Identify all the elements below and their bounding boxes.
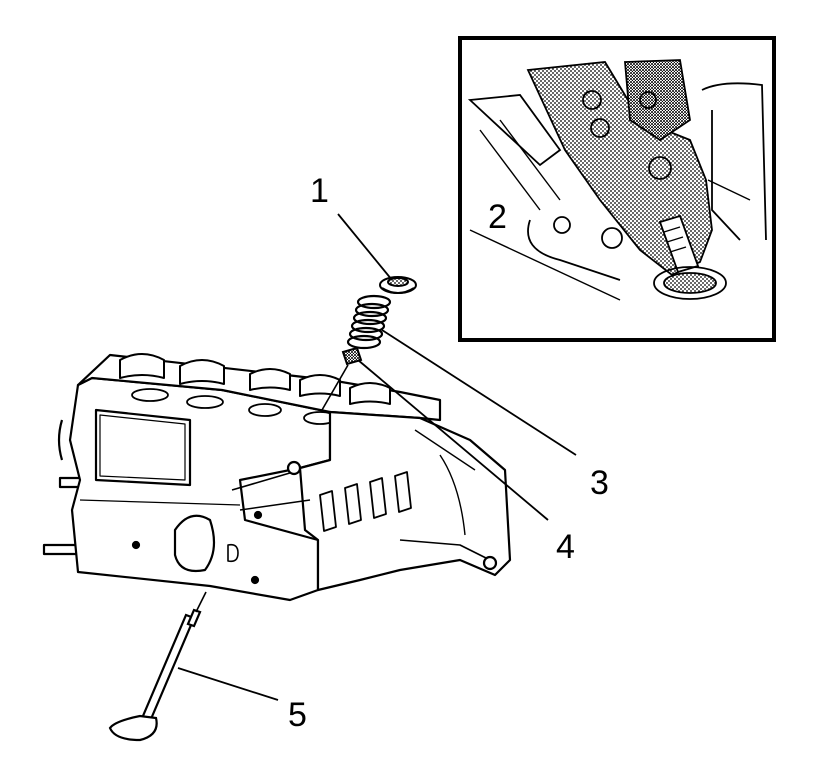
- callout-1: 1: [310, 172, 329, 210]
- bearing-caps: [119, 353, 391, 405]
- callout-4: 4: [556, 528, 575, 566]
- valve-spring: [346, 294, 392, 350]
- inset-tool-handle: [624, 59, 691, 142]
- valve-bores: [131, 388, 387, 430]
- front-slot: [173, 514, 216, 573]
- inset-detail: [458, 36, 776, 342]
- valve-stem-seal: [341, 346, 363, 366]
- valve: [108, 608, 202, 742]
- callout-2: 2: [488, 198, 507, 236]
- leader-4: [357, 359, 549, 521]
- callout-3: 3: [590, 464, 609, 502]
- callout-5: 5: [288, 696, 307, 734]
- leader-1: [337, 213, 393, 281]
- cylinder-head: [42, 353, 512, 602]
- exhaust-ports: [319, 471, 412, 532]
- front-panel: [94, 408, 192, 487]
- valve-retainer: [379, 276, 417, 294]
- leader-3: [381, 329, 577, 456]
- leader-5: [177, 667, 279, 701]
